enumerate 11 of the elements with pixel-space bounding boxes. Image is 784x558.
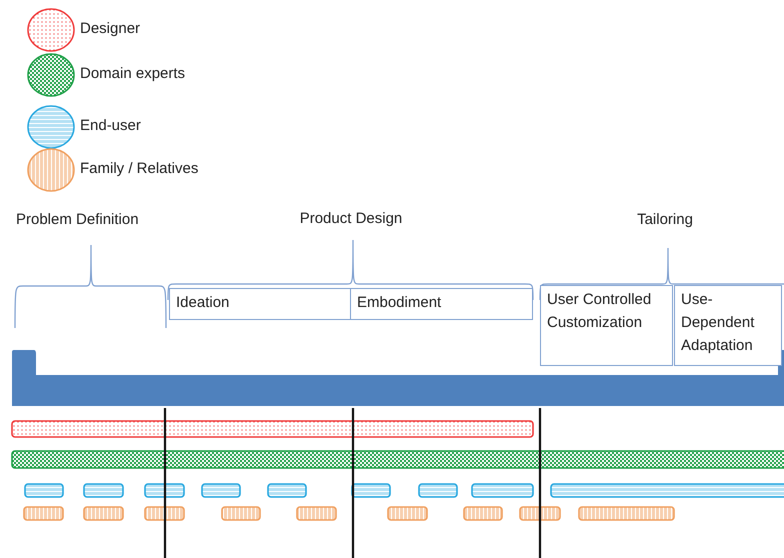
legend-label: Family / Relatives [80,160,198,178]
phase-label: User Controlled Customization [547,290,652,333]
phase-label: Use-Dependent Adaptation [681,290,756,356]
phase-heading: Product Design [300,210,402,228]
phase-label: Ideation [176,293,230,313]
phase-heading: Tailoring [637,211,693,229]
phase-label: Embodiment [357,293,442,313]
legend-label: Designer [80,20,140,38]
phase-heading: Problem Definition [16,211,139,229]
legend-label: Domain experts [80,65,186,83]
legend-label: End-user [80,117,141,135]
